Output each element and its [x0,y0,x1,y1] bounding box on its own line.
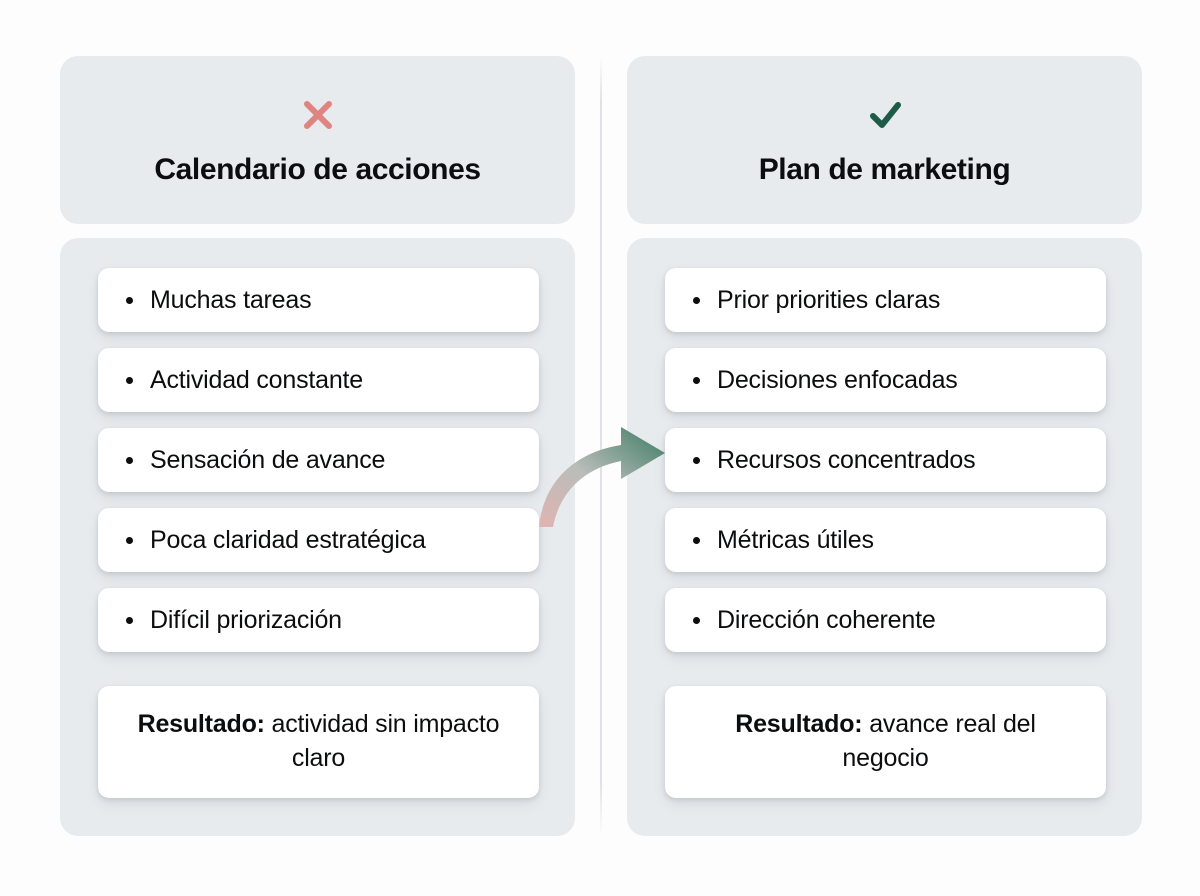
result-value: avance real del negocio [842,710,1036,772]
list-item[interactable]: Difícil priorización [90,588,539,652]
list-item-label: Dirección coherente [717,606,936,634]
list-item-label: Difícil priorización [150,606,342,634]
bullet-icon [693,296,700,304]
list-item[interactable]: Métricas útiles [657,508,1106,572]
bullet-icon [693,456,700,464]
bullet-icon [126,456,133,464]
positive-result-card[interactable]: Resultado: avance real del negocio [657,686,1106,798]
bullet-icon [693,376,700,384]
bullet-icon [693,536,700,544]
negative-result-text: Resultado: actividad sin impacto claro [124,708,513,776]
column-divider [600,56,602,836]
list-item-label: Sensación de avance [150,446,386,474]
check-mark-icon [869,102,901,128]
accent-bar [90,690,104,794]
accent-bar [90,592,104,648]
negative-body-panel: Muchas tareas Actividad constante Sensac… [60,238,575,836]
result-value: actividad sin impacto claro [271,710,500,772]
positive-panel-title: Plan de marketing [758,153,1011,186]
list-item[interactable]: Recursos concentrados [657,428,1106,492]
list-item[interactable]: Decisiones enfocadas [657,348,1106,412]
list-item[interactable]: Prior priorities claras [657,268,1106,332]
bullet-icon [126,536,133,544]
list-item[interactable]: Dirección coherente [657,588,1106,652]
positive-result-text: Resultado: avance real del negocio [691,708,1080,776]
accent-bar [90,272,104,328]
negative-result-card[interactable]: Resultado: actividad sin impacto claro [90,686,539,798]
list-item[interactable]: Actividad constante [90,348,539,412]
positive-header-panel: Plan de marketing [627,56,1142,224]
list-item-label: Decisiones enfocadas [717,366,958,394]
accent-bar [657,352,671,408]
bullet-icon [126,376,133,384]
positive-column: Plan de marketing Prior priorities clara… [627,56,1142,836]
accent-bar [657,432,671,488]
negative-header-panel: Calendario de acciones [60,56,575,224]
bullet-icon [693,616,700,624]
accent-bar [657,592,671,648]
negative-column: Calendario de acciones Muchas tareas Act… [60,56,575,836]
negative-panel-title: Calendario de acciones [154,153,481,186]
list-item[interactable]: Muchas tareas [90,268,539,332]
bullet-icon [126,616,133,624]
list-item-label: Poca claridad estratégica [150,526,426,554]
list-item-label: Actividad constante [150,366,363,394]
result-label: Resultado: [137,710,265,738]
positive-body-panel: Prior priorities claras Decisiones enfoc… [627,238,1142,836]
x-mark-icon [303,101,332,129]
list-item-label: Muchas tareas [150,286,312,314]
accent-bar [90,352,104,408]
list-item-label: Recursos concentrados [717,446,976,474]
result-label: Resultado: [735,710,863,738]
list-item-label: Prior priorities claras [717,286,941,314]
accent-bar [657,272,671,328]
accent-bar [90,432,104,488]
bullet-icon [126,296,133,304]
list-item[interactable]: Poca claridad estratégica [90,508,539,572]
accent-bar [657,690,671,794]
accent-bar [90,512,104,568]
accent-bar [657,512,671,568]
list-item[interactable]: Sensación de avance [90,428,539,492]
list-item-label: Métricas útiles [717,526,874,554]
